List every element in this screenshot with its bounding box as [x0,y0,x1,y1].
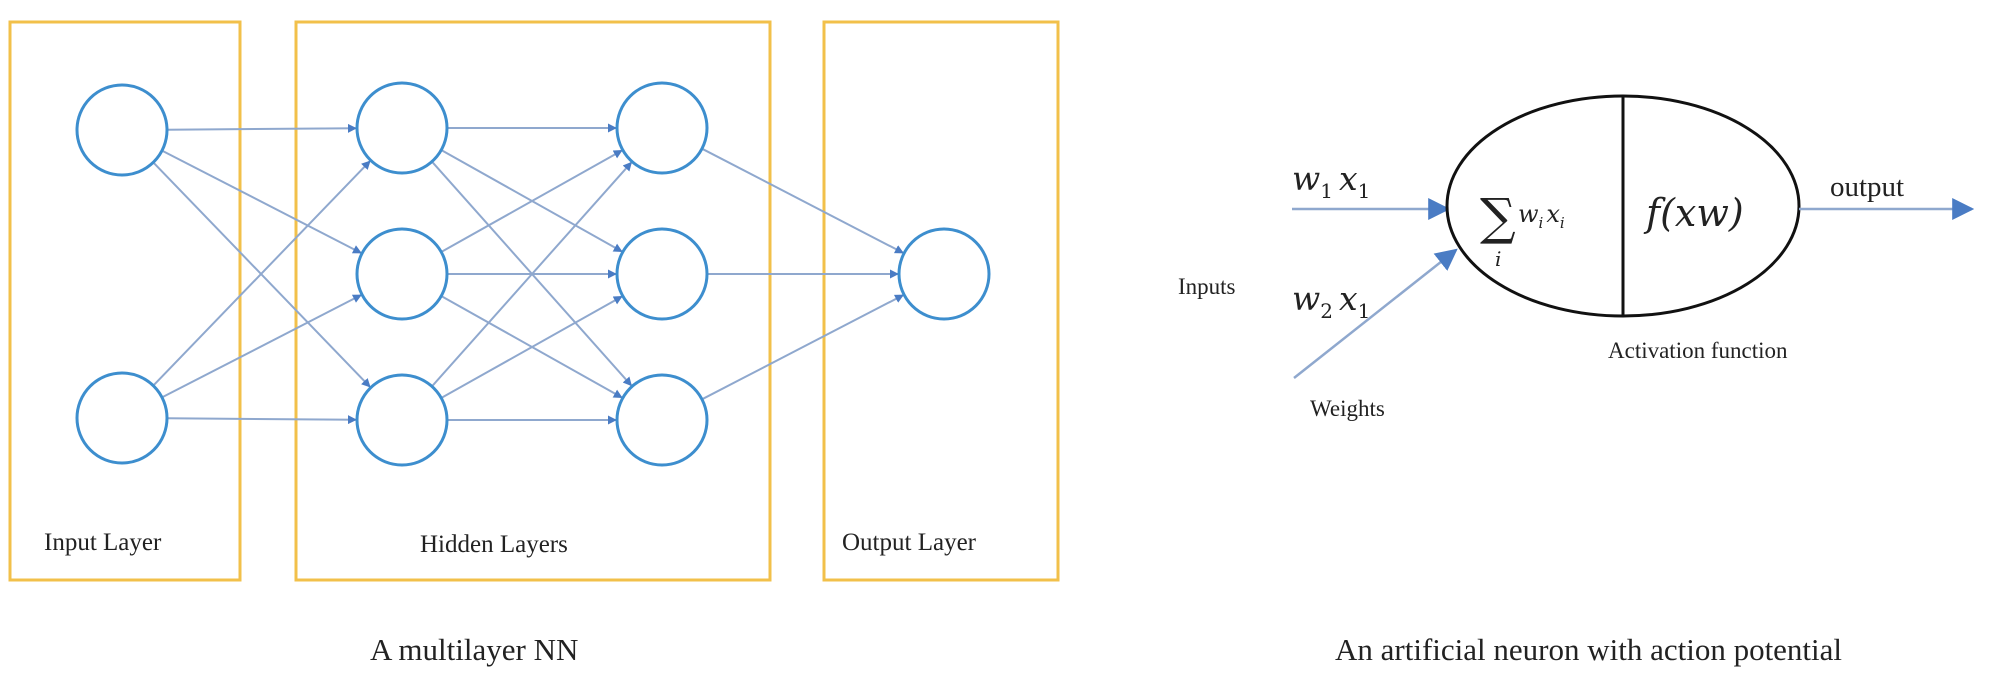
connection-edges [152,123,904,425]
input-layer-label: Input Layer [44,529,162,556]
edge-l1-n2-to-n1 [440,295,623,399]
neuron-node-layer3-0 [897,227,991,321]
edge-l0-n1-to-n0 [152,160,371,387]
neuron-node-layer1-1 [355,227,449,321]
edge-l0-n1-to-n2 [166,415,357,425]
sum-index: i [1495,247,1501,271]
edge-l0-n1-to-n1 [161,294,362,399]
neuron-node-layer2-1 [615,227,709,321]
edge-l2-n2-to-n0 [701,294,904,401]
neuron-node-layer2-2 [615,373,709,467]
output-layer-box [822,20,1060,582]
right-caption: An artificial neuron with action potenti… [1335,632,1842,667]
edge-l1-n2-to-n0 [431,161,633,388]
edge-l0-n0-to-n1 [161,149,362,254]
edge-l2-n0-to-n0 [701,147,904,254]
input2-arrow [1293,248,1458,379]
neuron-node-layer0-0 [75,83,169,177]
edge-l0-n0-to-n0 [166,123,357,133]
activation-formula: f(xw) [1643,191,1744,235]
neuron-node-layer0-1 [75,371,169,465]
weights-label: Weights [1310,396,1385,421]
neuron-node-layer2-0 [615,81,709,175]
output-layer-label: Output Layer [842,529,977,556]
hidden-layers-label: Hidden Layers [420,531,568,558]
sum-symbol: ∑ [1480,188,1516,246]
hidden-layers-box [294,20,772,582]
left-caption: A multilayer NN [370,632,578,667]
neuron-node-layer1-2 [355,373,449,467]
multilayer-nn-diagram: Input Layer Hidden Layers Output Layer A… [8,20,1060,667]
activation-label: Activation function [1608,338,1788,363]
inputs-label: Inputs [1178,274,1236,299]
output-label: output [1830,171,1904,203]
input-layer-box [8,20,242,582]
edge-l1-n1-to-n0 [440,149,623,253]
neuron-nodes [75,81,991,467]
neuron-node-layer1-0 [355,81,449,175]
